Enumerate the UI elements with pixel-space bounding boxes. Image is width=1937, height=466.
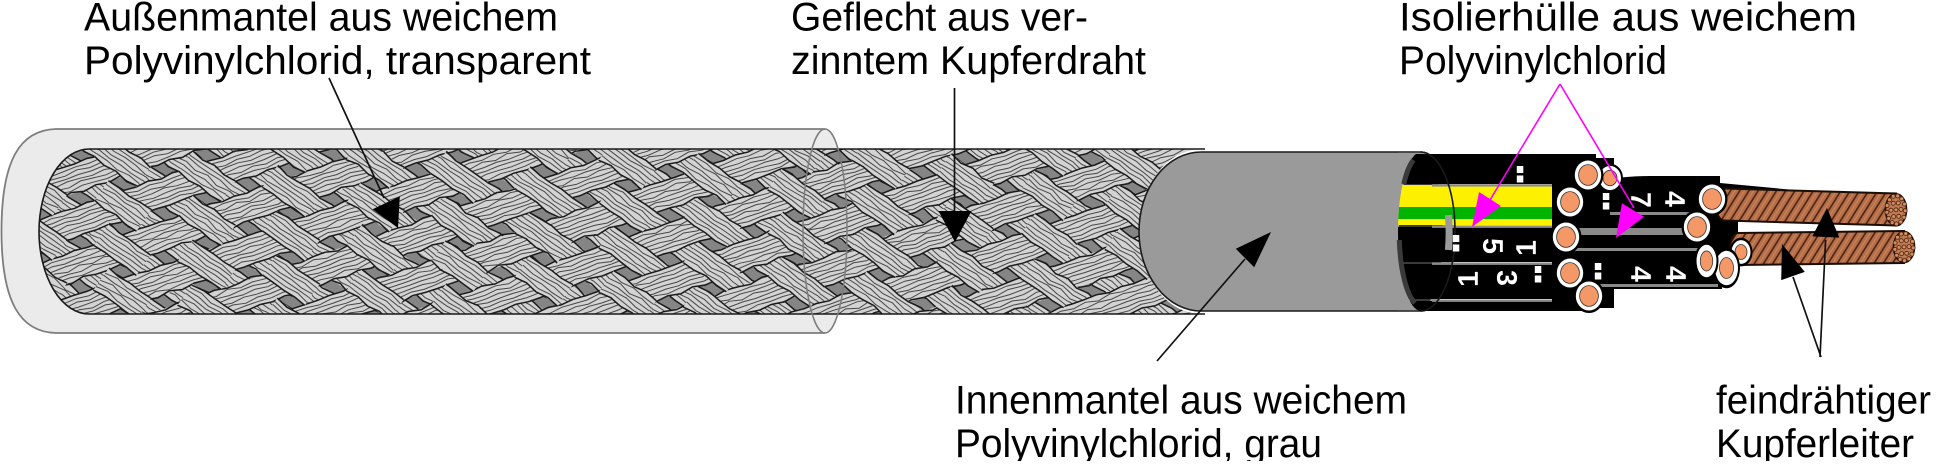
- svg-text:Außenmantel aus weichem: Außenmantel aus weichem: [84, 0, 558, 40]
- svg-text:Kupferleiter: Kupferleiter: [1716, 422, 1914, 461]
- svg-text:Isolierhülle aus weichem: Isolierhülle aus weichem: [1399, 0, 1857, 40]
- svg-text:zinntem Kupferdraht: zinntem Kupferdraht: [791, 39, 1146, 83]
- svg-text:Geflecht aus ver-: Geflecht aus ver-: [791, 0, 1088, 40]
- svg-text:feindrähtiger: feindrähtiger: [1716, 379, 1931, 423]
- svg-text:Innenmantel aus weichem: Innenmantel aus weichem: [955, 379, 1407, 423]
- svg-text:Polyvinylchlorid, grau: Polyvinylchlorid, grau: [955, 422, 1322, 461]
- svg-text:Polyvinylchlorid: Polyvinylchlorid: [1399, 39, 1667, 83]
- svg-text:Polyvinylchlorid, transparent: Polyvinylchlorid, transparent: [84, 39, 591, 83]
